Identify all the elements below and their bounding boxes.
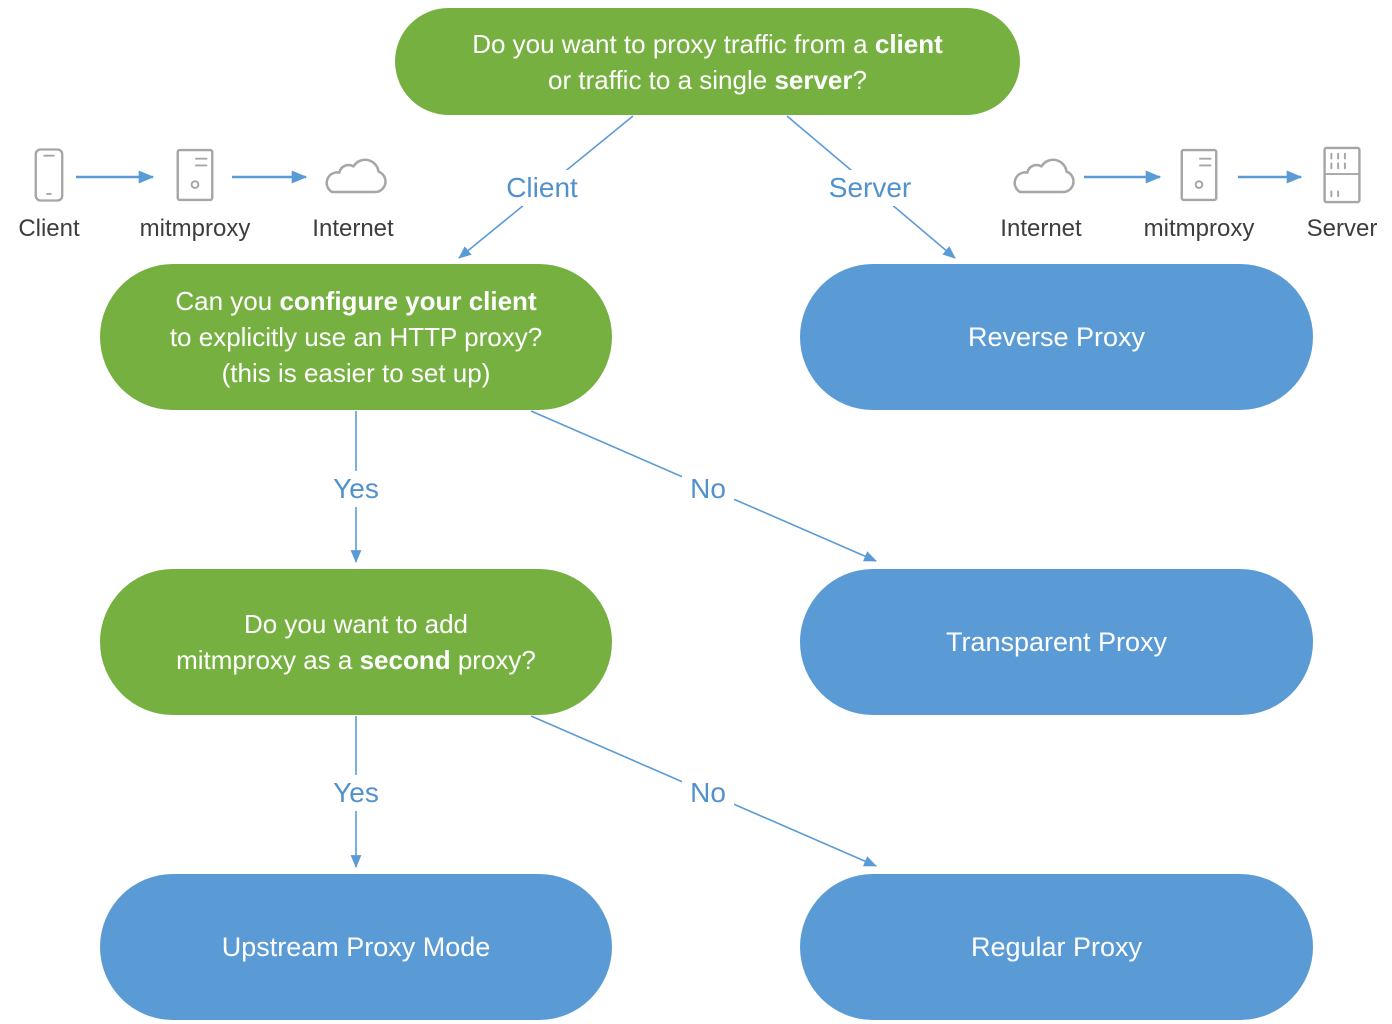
text-segment-bold: client xyxy=(874,28,943,59)
icon-caption-internet: Internet xyxy=(312,215,394,242)
icon-box xyxy=(1176,141,1222,209)
result-transparent-proxy: Transparent Proxy xyxy=(800,569,1313,715)
result-label: Upstream Proxy Mode xyxy=(221,931,491,962)
node-text-line: or traffic to a single server? xyxy=(548,62,867,98)
text-segment-bold: server xyxy=(774,64,853,95)
icon-group-server: Server xyxy=(1297,141,1387,243)
node-text-line: Do you want to proxy traffic from a clie… xyxy=(472,26,943,62)
icon-box xyxy=(1003,141,1079,209)
result-reverse-proxy: Reverse Proxy xyxy=(800,264,1313,410)
text-segment: proxy? xyxy=(450,645,536,675)
decision-second-proxy: Do you want to add mitmproxy as a second… xyxy=(100,569,612,715)
text-segment: ? xyxy=(852,64,867,95)
cloud-icon xyxy=(1013,158,1075,194)
decision-configure-http-proxy: Can you configure your client to explici… xyxy=(100,264,612,410)
icon-group-internet-right: Internet xyxy=(991,141,1091,243)
node-text-line: Can you configure your client xyxy=(175,283,536,319)
icon-group-mitmproxy-right: mitmproxy xyxy=(1144,141,1254,243)
result-regular-proxy: Regular Proxy xyxy=(800,874,1313,1020)
text-segment: Do you want to proxy traffic from a xyxy=(472,28,875,59)
icon-box xyxy=(172,141,218,209)
server-rack-icon xyxy=(1323,146,1361,204)
icon-caption-mitmproxy: mitmproxy xyxy=(139,215,251,242)
text-segment: or traffic to a single xyxy=(548,64,775,95)
text-segment-bold: configure your client xyxy=(279,286,537,316)
node-text-line: Do you want to add xyxy=(244,606,468,642)
node-text-line: (this is easier to set up) xyxy=(222,355,491,391)
edge-label-server: Server xyxy=(820,170,920,206)
icon-group-internet-left: Internet xyxy=(303,141,403,243)
text-segment: Can you xyxy=(175,286,280,316)
edge-label-client: Client xyxy=(498,170,586,206)
edge-label-no-2: No xyxy=(682,775,734,811)
icon-box xyxy=(315,141,391,209)
icon-group-client: Client xyxy=(9,141,89,243)
text-segment: to explicitly use an HTTP proxy? xyxy=(169,322,543,352)
server-tower-icon xyxy=(1180,148,1218,202)
edge-label-yes-1: Yes xyxy=(325,471,387,507)
icon-box xyxy=(1320,141,1364,209)
icon-group-mitmproxy-left: mitmproxy xyxy=(140,141,250,243)
icon-box xyxy=(32,141,66,209)
phone-icon xyxy=(34,148,64,202)
server-tower-icon xyxy=(176,148,214,202)
text-segment: mitmproxy as a xyxy=(176,645,360,675)
node-text-line: mitmproxy as a second proxy? xyxy=(176,642,536,678)
edge-label-yes-2: Yes xyxy=(325,775,387,811)
icon-caption-server: Server xyxy=(1306,215,1378,242)
result-label: Regular Proxy xyxy=(970,931,1143,962)
result-label: Transparent Proxy xyxy=(945,626,1168,657)
icon-caption-client: Client xyxy=(18,215,80,242)
edge-label-no-1: No xyxy=(682,471,734,507)
decision-proxy-client-or-server: Do you want to proxy traffic from a clie… xyxy=(395,8,1020,115)
result-upstream-proxy-mode: Upstream Proxy Mode xyxy=(100,874,612,1020)
node-text-line: to explicitly use an HTTP proxy? xyxy=(170,319,542,355)
icon-caption-internet: Internet xyxy=(1000,215,1082,242)
icon-caption-mitmproxy: mitmproxy xyxy=(1143,215,1255,242)
text-segment-bold: second xyxy=(359,645,451,675)
result-label: Reverse Proxy xyxy=(967,321,1146,352)
cloud-icon xyxy=(325,158,387,194)
text-segment: (this is easier to set up) xyxy=(221,358,491,388)
text-segment: Do you want to add xyxy=(243,609,469,639)
